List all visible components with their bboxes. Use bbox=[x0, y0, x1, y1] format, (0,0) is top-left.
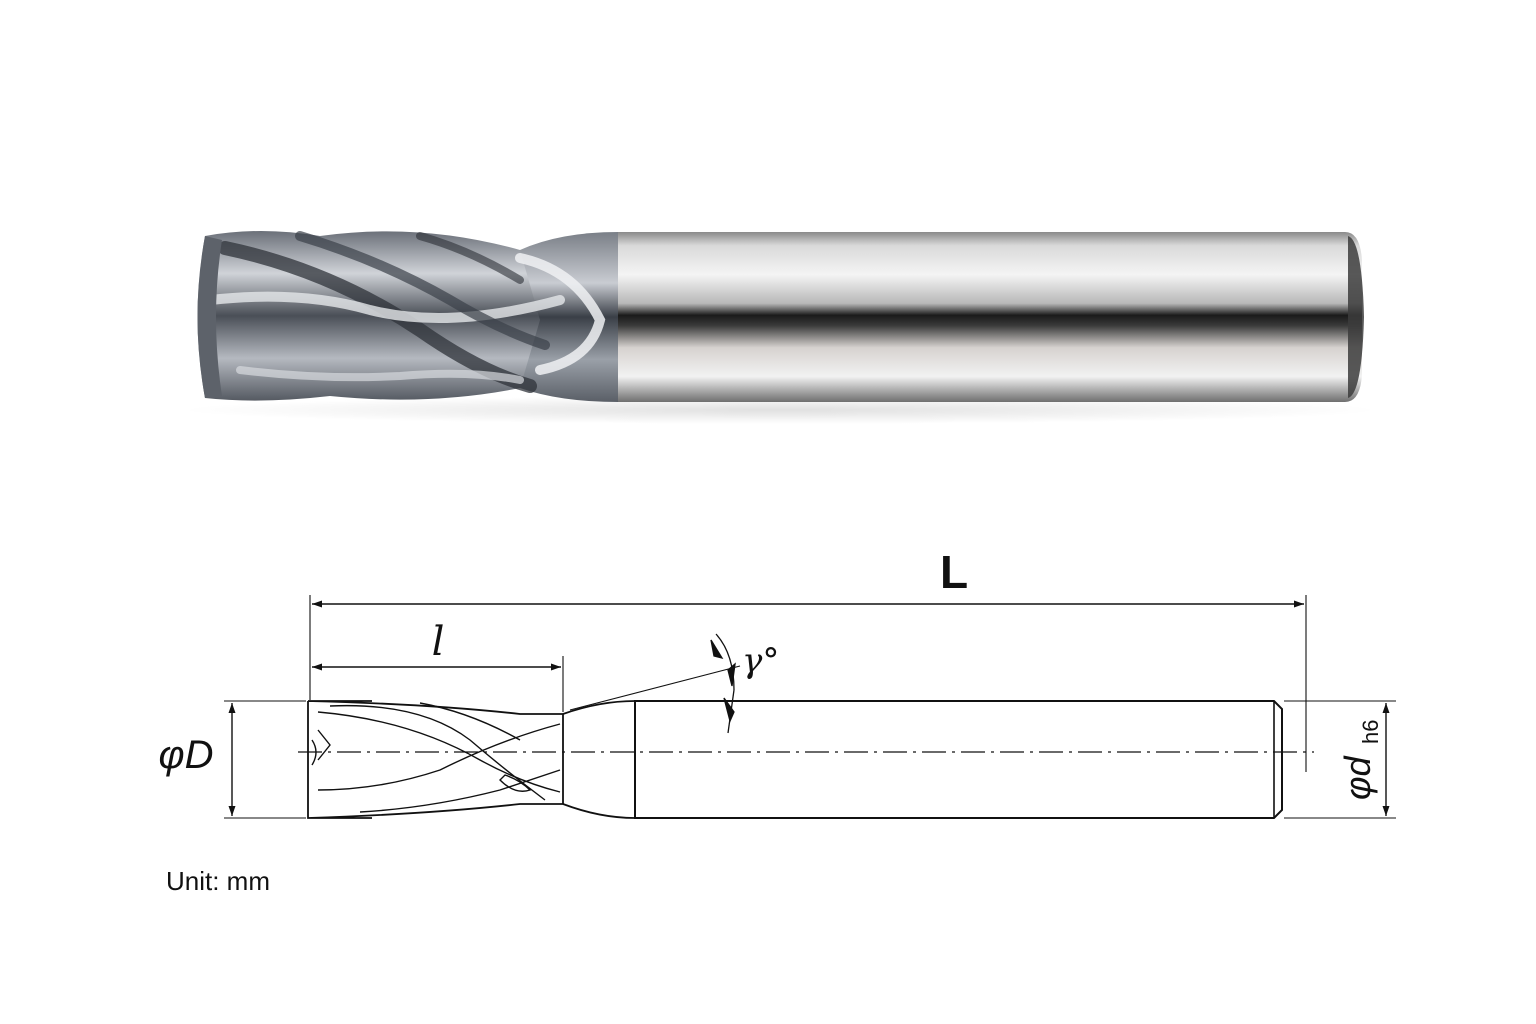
technical-drawing bbox=[224, 595, 1396, 819]
label-flute-length: l bbox=[432, 619, 445, 665]
tool-shadow bbox=[180, 396, 1380, 424]
shank bbox=[618, 232, 1362, 402]
label-shank-diameter-group: φd h6 bbox=[1337, 720, 1383, 800]
end-mill-photo bbox=[180, 231, 1380, 424]
flute-outline bbox=[307, 700, 563, 819]
extension-lines bbox=[224, 595, 1396, 819]
label-overall-length: L bbox=[940, 546, 968, 598]
shank-end-chamfer bbox=[1348, 236, 1364, 398]
label-shank-diameter: φd bbox=[1337, 756, 1378, 800]
shank-outline bbox=[634, 700, 1283, 819]
cutting-end bbox=[197, 236, 222, 398]
neck-outline bbox=[562, 700, 636, 819]
unit-label: Unit: mm bbox=[166, 866, 270, 896]
label-shank-tolerance: h6 bbox=[1358, 720, 1383, 744]
neck bbox=[520, 232, 618, 402]
label-cutting-diameter: φD bbox=[159, 733, 214, 777]
flute-lines bbox=[311, 702, 561, 813]
angle-dimension bbox=[710, 633, 736, 734]
helical-flutes bbox=[205, 231, 606, 393]
label-angle: γ° bbox=[742, 641, 779, 681]
